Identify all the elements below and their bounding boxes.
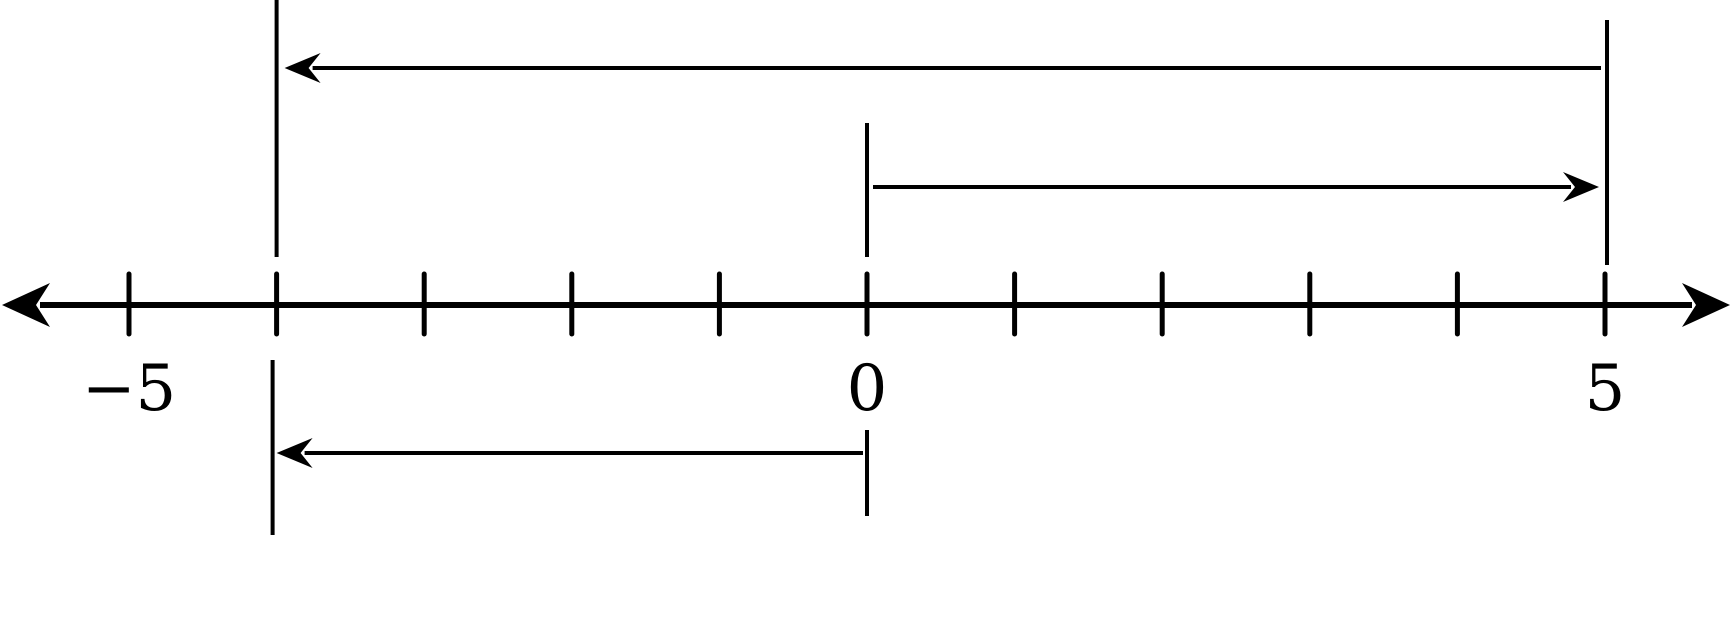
tick-label-5: 5 xyxy=(1585,352,1626,426)
move-zero-to-five xyxy=(865,20,1609,265)
tick-marks xyxy=(126,271,1608,337)
move-zero-to-minus-four-arrowhead xyxy=(276,438,313,468)
axis-arrow-left xyxy=(2,283,50,327)
tick-labels: −5 0 5 xyxy=(82,352,1626,426)
tick-label-0: 0 xyxy=(847,352,888,426)
tick-label-minus-5: −5 xyxy=(82,352,176,426)
move-five-to-minus-four xyxy=(274,0,1609,265)
move-five-to-minus-four-arrowhead xyxy=(284,53,321,83)
move-zero-to-five-arrowhead xyxy=(1563,172,1599,202)
axis-arrow-right xyxy=(1682,283,1730,327)
move-zero-to-minus-four xyxy=(270,360,869,535)
displacement-arrows xyxy=(270,0,1609,535)
